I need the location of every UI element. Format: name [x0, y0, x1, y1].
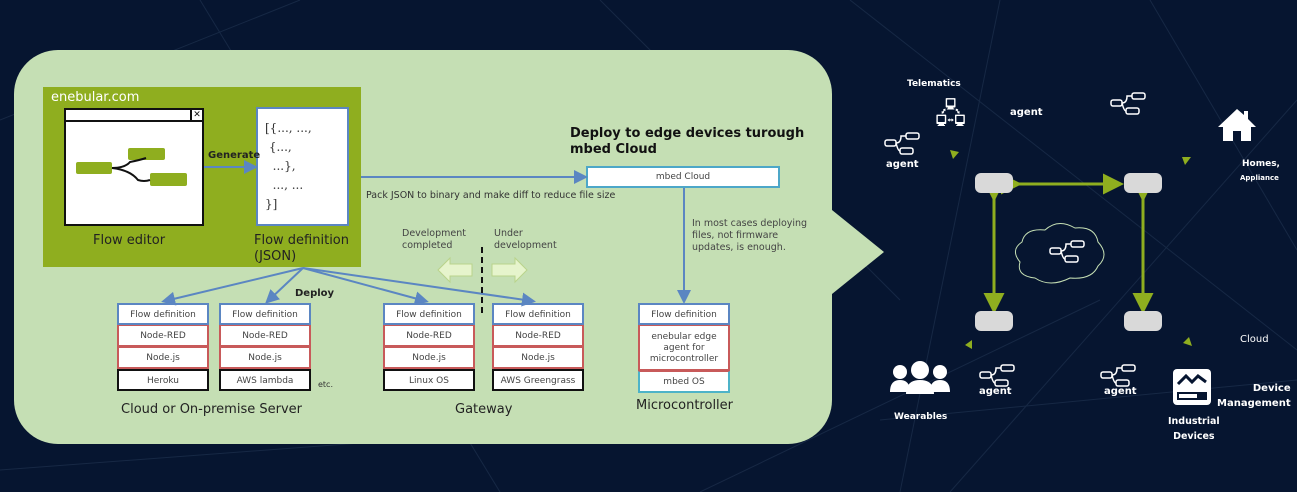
flow-editor-caption: Flow editor: [93, 233, 166, 248]
generate-label: Generate: [208, 150, 261, 161]
cylinder-nodes: [975, 173, 1162, 331]
agent-label: agent: [886, 159, 919, 170]
layer-nodejs: Node.js: [117, 347, 209, 369]
agent-flow-icon: [884, 132, 920, 155]
flow-node: [76, 162, 112, 174]
device-management-label: Device Management: [1217, 383, 1291, 409]
agent-flow-icon: [1049, 240, 1085, 263]
microcontroller-caption: Microcontroller: [636, 398, 734, 413]
speech-bubble-pointer: [832, 210, 884, 294]
development-completed-label: Development completed: [402, 228, 466, 251]
cloud-outline: [1015, 223, 1105, 284]
flow-node: [128, 148, 165, 160]
layer-nodejs: Node.js: [492, 347, 584, 369]
flow-definition-caption: Flow definition (JSON): [254, 233, 349, 264]
wearables-label: Wearables: [894, 412, 948, 422]
network-links: [983, 173, 1154, 314]
layer-mbed-os: mbed OS: [638, 371, 730, 393]
firmware-note: In most cases deploying files, not firmw…: [692, 218, 808, 253]
agent-flow-icon: [1110, 92, 1146, 115]
home-icon: [1218, 109, 1256, 141]
layer-nodejs: Node.js: [383, 347, 475, 369]
stack-aws-greengrass: Flow definition Node-RED Node.js AWS Gre…: [492, 303, 584, 391]
layer-flow-definition: Flow definition: [638, 303, 730, 325]
layer-nodejs: Node.js: [219, 347, 311, 369]
agent-label: agent: [979, 386, 1012, 397]
enebular-label: enebular.com: [51, 90, 140, 105]
agent-flow-icon: [979, 364, 1015, 387]
layer-node-red: Node-RED: [219, 325, 311, 347]
under-development-label: Under development: [494, 228, 557, 251]
stack-aws-lambda: Flow definition Node-RED Node.js AWS lam…: [219, 303, 311, 391]
homes-label: Homes,: [1242, 159, 1280, 169]
deploy-label: Deploy: [295, 288, 335, 299]
mbed-cloud-box: mbed Cloud: [586, 166, 780, 188]
telematics-label: Telematics: [907, 79, 961, 89]
left-arrow-shape: [437, 256, 473, 284]
right-arrow-shape: [491, 256, 528, 284]
stack-linux-os: Flow definition Node-RED Node.js Linux O…: [383, 303, 475, 391]
layer-platform: AWS Greengrass: [492, 369, 584, 391]
industrial-device-icon: [1173, 369, 1211, 405]
agent-flow-icon: [1100, 364, 1136, 387]
gateway-caption: Gateway: [455, 402, 513, 417]
layer-flow-definition: Flow definition: [219, 303, 311, 325]
cloud-server-caption: Cloud or On-premise Server: [121, 402, 302, 417]
stack-microcontroller: Flow definition enebular edge agent for …: [638, 303, 730, 393]
layer-flow-definition: Flow definition: [492, 303, 584, 325]
layer-node-red: Node-RED: [492, 325, 584, 347]
flow-node: [150, 173, 187, 186]
layer-platform: Linux OS: [383, 369, 475, 391]
stack-heroku: Flow definition Node-RED Node.js Heroku: [117, 303, 209, 391]
layer-platform: Heroku: [117, 369, 209, 391]
close-icon: ✕: [190, 110, 202, 120]
layer-flow-definition: Flow definition: [383, 303, 475, 325]
appliance-label: Appliance: [1240, 174, 1279, 182]
layer-node-red: Node-RED: [383, 325, 475, 347]
industrial-devices-label: Industrial Devices: [1168, 416, 1220, 442]
agent-label: agent: [1010, 107, 1043, 118]
json-definition-box: [{..., ..., {..., ...}, ..., ... }]: [256, 107, 349, 226]
layer-edge-agent: enebular edge agent for microcontroller: [638, 325, 730, 371]
flow-wires: [111, 157, 151, 182]
deploy-title: Deploy to edge devices turough mbed Clou…: [570, 126, 805, 157]
telematics-icon: 🖧: [935, 97, 967, 130]
triangle-markers: [950, 150, 1192, 349]
etc-label: etc.: [318, 380, 333, 389]
wearables-icon: [890, 361, 950, 394]
layer-platform: AWS lambda: [219, 369, 311, 391]
editor-title-bar: [66, 110, 202, 122]
cloud-label: Cloud: [1240, 334, 1269, 345]
pack-json-note: Pack JSON to binary and make diff to red…: [366, 190, 616, 201]
agent-label: agent: [1104, 386, 1137, 397]
layer-node-red: Node-RED: [117, 325, 209, 347]
